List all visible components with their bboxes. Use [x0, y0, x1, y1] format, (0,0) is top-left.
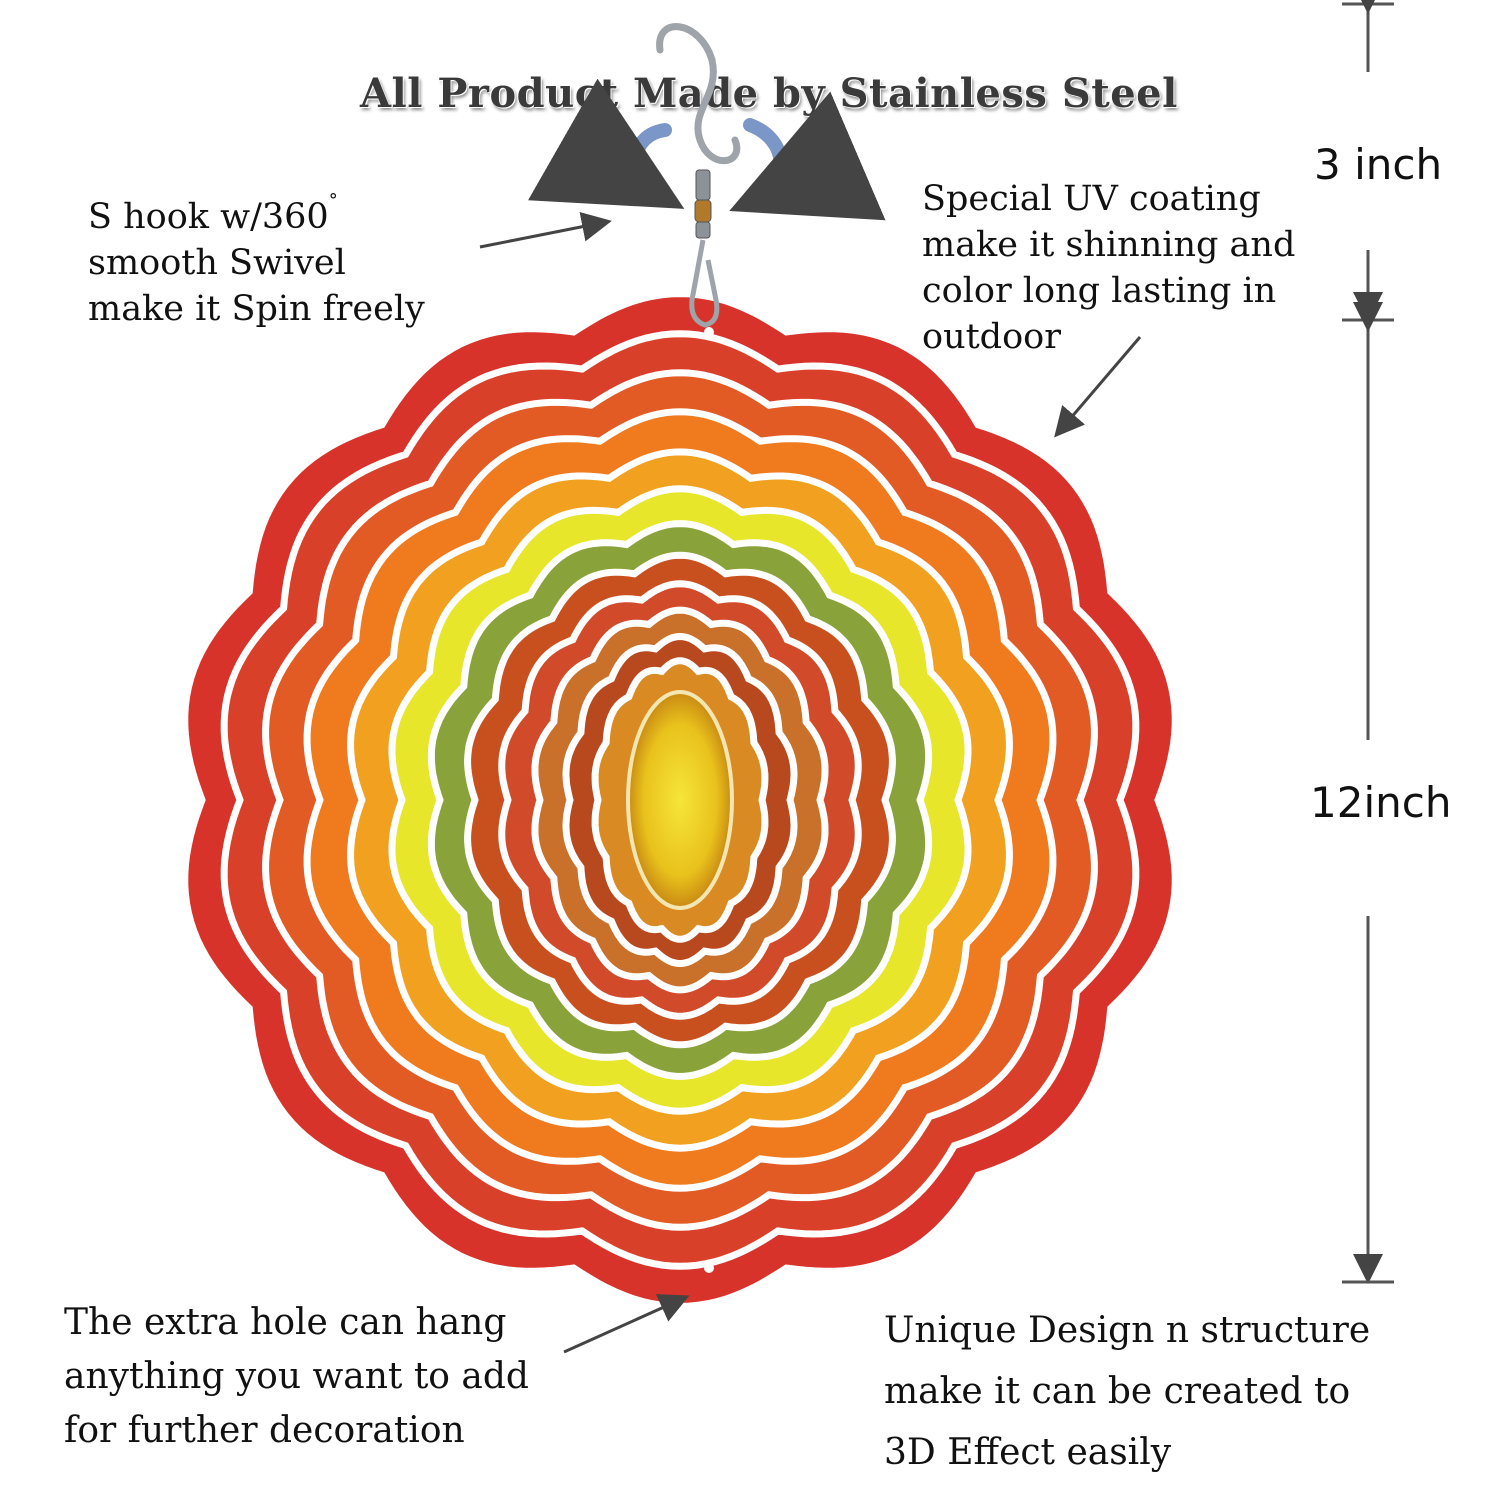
s-hook-icon: [656, 23, 741, 165]
hook-callout-line-2: smooth Swivel: [88, 243, 346, 283]
design-callout-line-2: make it can be created to: [884, 1371, 1351, 1412]
uv-callout: Special UV coating make it shinning and …: [922, 176, 1295, 360]
diameter-label: 12inch: [1310, 778, 1452, 827]
uv-pointer-arrow: [1054, 336, 1142, 438]
hook-callout: S hook w/360° smooth Swivel make it Spin…: [88, 178, 425, 332]
hole-callout-line-3: for further decoration: [64, 1410, 465, 1451]
uv-callout-line-1: Special UV coating: [922, 179, 1261, 219]
design-callout-line-1: Unique Design n structure: [884, 1310, 1371, 1351]
degree-sign: °: [328, 190, 338, 211]
spinner-center: [626, 690, 734, 910]
hook-callout-line-1: S hook w/360: [88, 197, 329, 237]
swivel-icon: [689, 169, 720, 328]
wind-spinner-icon: [181, 290, 1179, 1310]
design-callout: Unique Design n structure make it can be…: [884, 1300, 1370, 1483]
hole-pointer-arrow: [563, 1294, 690, 1354]
rotate-arrow-right-icon: [729, 91, 886, 221]
hole-callout: The extra hole can hang anything you wan…: [64, 1296, 529, 1458]
uv-callout-line-3: color long lasting in: [922, 271, 1277, 311]
hanging-hole: [704, 327, 714, 337]
design-callout-line-3: 3D Effect easily: [884, 1432, 1172, 1473]
hole-callout-line-2: anything you want to add: [64, 1356, 529, 1397]
dimension-lines: [1342, 0, 1394, 1284]
rotate-arrow-left-icon: [528, 78, 685, 209]
hook-pointer-arrow: [479, 211, 612, 249]
uv-callout-line-4: outdoor: [922, 317, 1061, 357]
hole-callout-line-1: The extra hole can hang: [64, 1302, 507, 1343]
hook-callout-line-3: make it Spin freely: [88, 289, 425, 329]
hook-length-label: 3 inch: [1314, 140, 1443, 189]
hanging-hole: [704, 1263, 714, 1273]
uv-callout-line-2: make it shinning and: [922, 225, 1296, 265]
